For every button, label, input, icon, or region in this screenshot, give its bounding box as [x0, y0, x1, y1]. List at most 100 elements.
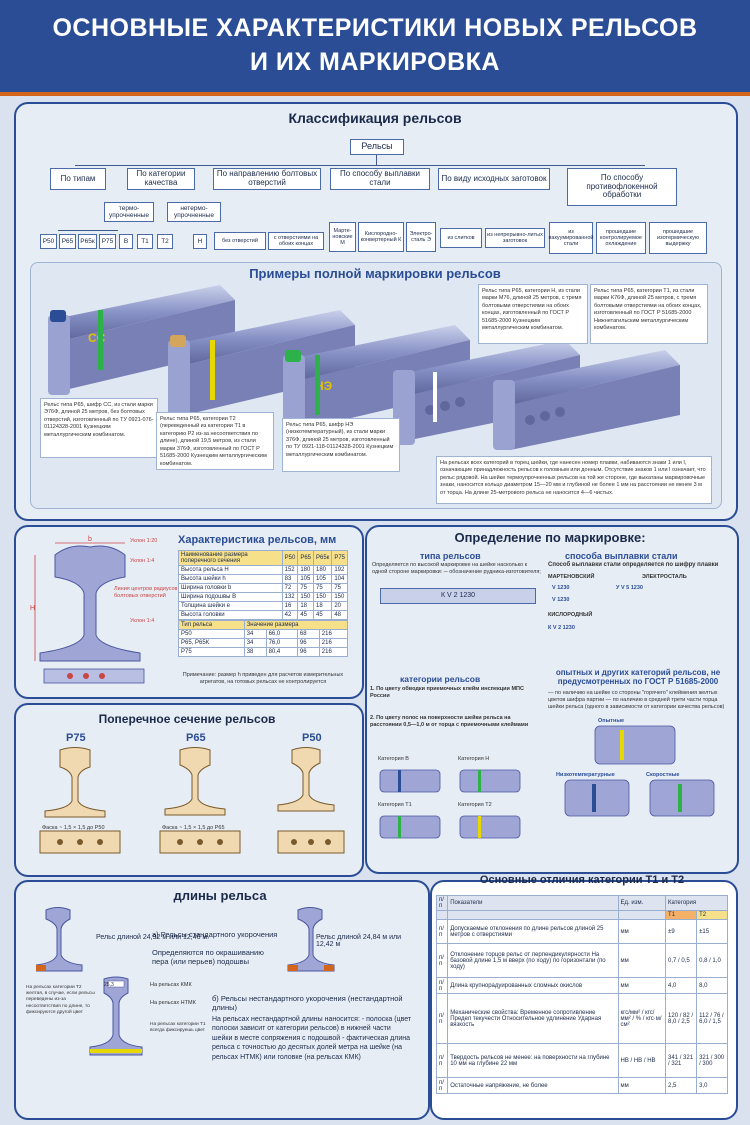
rail-profile-drawing: b H	[30, 536, 145, 684]
method-code1: V 1230	[552, 585, 570, 591]
classification-title: Классификация рельсов	[288, 110, 462, 126]
cat-types: По типам	[50, 168, 106, 190]
marking-title: Примеры полной маркировки рельсов	[249, 266, 501, 281]
characteristics-title: Характеристика рельсов, мм	[178, 534, 337, 546]
cell: Высота шейки h	[178, 574, 283, 584]
length-title: длины рельса	[173, 888, 267, 903]
length-rail-b	[287, 907, 335, 972]
cell: ±9	[665, 919, 698, 944]
steel-k: Кислородно-конвертерный К	[358, 222, 404, 252]
steel-m: Марте-новские М	[329, 222, 356, 252]
quality-t2: Т2	[157, 234, 173, 249]
cell: 0,7 / 0,5	[665, 943, 698, 978]
diff-head: п/п Показатели Ед. изм. Категория	[435, 895, 728, 911]
cell: 150	[331, 592, 348, 602]
cat-quality: По категории качества	[127, 168, 195, 190]
label-b: b	[88, 536, 92, 543]
cell: 18	[297, 601, 314, 611]
cell: п/п	[435, 1077, 449, 1094]
cell: Толщина шейки e	[178, 601, 283, 611]
rail-illustrations: СС НЭ	[48, 285, 680, 450]
method-code2: V 1230	[552, 597, 570, 603]
length-rail-2-label: Рельс длиной 24,84 м или 12,42 м	[316, 934, 402, 948]
cell: 45	[297, 610, 314, 620]
cat-bolt: По направлению болтовых отверстий	[213, 168, 321, 190]
cat-flake: По способу противофлокенной обработки	[567, 168, 677, 206]
type-r65k: Р65к	[78, 234, 97, 249]
cell: Ширина подошвы B	[178, 592, 283, 602]
cell: 66,0	[265, 629, 298, 639]
th: Показатели	[447, 895, 619, 911]
type-r50: Р50	[40, 234, 57, 249]
th: Р75	[331, 550, 348, 566]
cell: 341 / 321 / 321	[665, 1043, 698, 1078]
length-side-1: На рельсах категории Т2 желтая, в случае…	[26, 985, 95, 1015]
cell: 75	[297, 583, 314, 593]
diff-title: Основные отличия категории Т1 и Т2	[479, 874, 685, 886]
exp-label-3: Скоростные	[646, 772, 680, 778]
cell: 72	[281, 583, 299, 593]
th: Значение размера	[243, 620, 349, 630]
sub-nonthermo: нетермо-упрочненные	[167, 202, 221, 222]
method-code4: У V 5 1230	[616, 585, 643, 591]
cell: 180	[297, 565, 314, 575]
method-m3: ЭЛЕКТРОСТАЛЬ	[642, 574, 687, 580]
cell: 45	[312, 610, 333, 620]
cell: Длина крупнорадуированных сломных окисло…	[447, 977, 619, 994]
cell: п/п	[435, 1043, 449, 1078]
cell: 96	[296, 638, 320, 648]
cell: 216	[318, 629, 349, 639]
cell: 42	[281, 610, 299, 620]
th: Наименование размера поперечного сечения	[178, 550, 283, 566]
note-rail-3: Рельс типа Р65, шифр НЭ (низкотемператур…	[282, 418, 400, 472]
rail-3: НЭ	[283, 325, 470, 435]
th: Ед. изм.	[617, 895, 667, 911]
exp-label-1: Опытные	[598, 718, 625, 724]
cat-label-t2: Категория Т2	[458, 802, 492, 808]
note-general: На рельсах всех категорий в торец шейки,…	[436, 456, 712, 504]
cell: 75	[312, 583, 333, 593]
header-title-line1: ОСНОВНЫЕ ХАРАКТЕРИСТИКИ НОВЫХ РЕЛЬСОВ	[52, 14, 698, 42]
type-text: Определяется по высокой маркировке на ше…	[372, 562, 541, 576]
table1-header: Наименование размера поперечного сечения…	[178, 550, 348, 566]
cell: 180	[312, 565, 333, 575]
cell: Ширина головки b	[178, 583, 283, 593]
cross-sections-drawing	[39, 747, 345, 854]
cell: Остаточные напряжение, не более	[447, 1077, 619, 1094]
note-rail-5: Рельс типа Р65, категории Т1, из стали м…	[590, 284, 708, 344]
length-side-2: На рельсах категории Т1 всегда фиксируеш…	[150, 1022, 206, 1034]
exp-label-2: Низкотемпературные	[556, 772, 615, 778]
cell: 192	[331, 565, 348, 575]
tree-root: Рельсы	[350, 139, 404, 155]
diff-cat-head: Т1 Т2	[435, 910, 728, 920]
cell: Механические свойства: Временное сопроти…	[447, 993, 619, 1044]
cell: 75	[331, 583, 348, 593]
cell: Р65, Р65К	[178, 638, 245, 648]
cell: мм	[617, 977, 667, 994]
rail-2	[168, 310, 355, 420]
cell: 321 / 300 / 300	[696, 1043, 728, 1078]
flake-isothermal: прошедшие изотермическую выдержку	[649, 222, 707, 254]
definition-title: Определение по маркировке:	[454, 530, 646, 545]
profile-r50	[277, 747, 335, 812]
header-title-line2: И ИХ МАРКИРОВКА	[250, 48, 500, 76]
cell: 120 / 82 / 8,0 / 2,5	[665, 993, 698, 1044]
cell: Высота рельса H	[178, 565, 283, 575]
quality-t1: Т1	[137, 234, 153, 249]
th: Категория	[665, 895, 728, 911]
cell: мм	[617, 943, 667, 978]
length-b-text: На рельсах нестандартной длины наносится…	[212, 1016, 412, 1061]
steel-e: Электро-сталь Э	[406, 222, 436, 252]
th: Р50	[281, 550, 299, 566]
cell: Р50	[178, 629, 245, 639]
cross-r50: Р50	[302, 732, 322, 744]
characteristics-footnote: Примечание: размер h приведен для расчет…	[182, 672, 344, 686]
length-rail-c	[89, 976, 143, 1056]
cell: 34	[243, 629, 267, 639]
